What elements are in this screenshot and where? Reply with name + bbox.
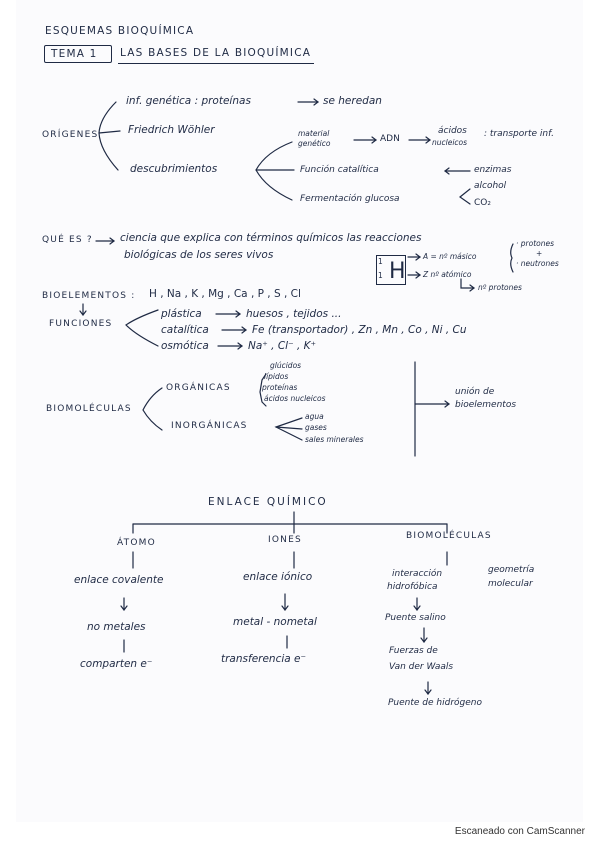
tema-subtitle: LAS BASES DE LA BIOQUÍMICA xyxy=(120,47,312,59)
atomo-c: comparten e⁻ xyxy=(80,658,153,670)
atom-neutrones: · neutrones xyxy=(516,259,559,268)
funcion-value: Na⁺ , Cl⁻ , K⁺ xyxy=(248,340,317,352)
biomol-c: Van der Waals xyxy=(389,662,454,672)
desc-text: CO₂ xyxy=(474,198,491,208)
desc-text: material xyxy=(298,129,330,138)
desc-text: ácidos xyxy=(438,126,467,136)
enlace-title: ENLACE QUÍMICO xyxy=(208,496,328,508)
desc-text: Función catalítica xyxy=(300,165,379,175)
iones-head: IONES xyxy=(268,535,302,545)
desc-text: genético xyxy=(298,139,331,148)
que-es-label: QUÉ ES ? xyxy=(42,235,93,245)
bioelementos-list: H , Na , K , Mg , Ca , P , S , Cl xyxy=(149,288,301,300)
biomol-d: Puente de hidrógeno xyxy=(388,698,482,708)
hydrogen-box xyxy=(376,255,406,285)
atomo-a: enlace covalente xyxy=(74,574,164,586)
biomoleculas-label: BIOMOLÉCULAS xyxy=(46,404,132,414)
atomo-b: no metales xyxy=(87,621,146,633)
scanned-page xyxy=(16,0,583,822)
biomol-a: hidrofóbica xyxy=(387,582,438,592)
funcion-name: catalítica xyxy=(161,324,209,336)
desc-text: Fermentación glucosa xyxy=(300,194,400,204)
desc-text: : transporte inf. xyxy=(484,129,554,139)
inorganica-item: agua xyxy=(305,412,324,421)
biomol-b: Puente salino xyxy=(385,613,446,623)
origenes-item: inf. genética : proteínas xyxy=(126,95,251,107)
atom-a-label: A = nº másico xyxy=(423,252,477,261)
atomo-head: ÁTOMO xyxy=(117,538,156,548)
atom-num-sub: 1 xyxy=(378,271,383,280)
atom-plus: + xyxy=(536,249,543,258)
biomol-a: interacción xyxy=(392,569,443,579)
biomol-g: molecular xyxy=(488,579,533,589)
iones-b: metal - nometal xyxy=(233,616,317,628)
organica-item: ácidos nucleicos xyxy=(264,394,326,403)
funciones-label: FUNCIONES xyxy=(49,319,113,329)
atom-protones: · protones xyxy=(516,239,555,248)
biomol-g: geometría xyxy=(488,565,535,575)
origenes-label: ORÍGENES xyxy=(42,130,99,140)
tema-box xyxy=(44,45,112,63)
funcion-name: plástica xyxy=(161,308,202,320)
desc-text: enzimas xyxy=(474,165,512,175)
atom-n-protones: nº protones xyxy=(478,283,522,292)
organicas-label: ORGÁNICAS xyxy=(166,383,231,393)
tema-label: TEMA 1 xyxy=(51,48,98,60)
biomol-head: BIOMOLÉCULAS xyxy=(406,531,492,541)
origenes-item: descubrimientos xyxy=(130,163,218,175)
inorganica-item: sales minerales xyxy=(305,435,364,444)
biomol-c: Fuerzas de xyxy=(389,646,438,656)
origenes-item: Friedrich Wöhler xyxy=(128,124,215,136)
desc-text: alcohol xyxy=(474,181,507,191)
hydrogen-symbol: H xyxy=(389,259,406,284)
que-es-line: ciencia que explica con términos químico… xyxy=(120,232,422,244)
funcion-value: Fe (transportador) , Zn , Mn , Co , Ni ,… xyxy=(252,324,467,336)
atom-z-label: Z nº atómico xyxy=(423,270,472,279)
organica-item: lípidos xyxy=(264,372,289,381)
union-text: bioelementos xyxy=(455,400,517,410)
origenes-item: se heredan xyxy=(323,95,382,107)
bioelementos-label: BIOELEMENTOS : xyxy=(42,291,136,301)
iones-c: transferencia e⁻ xyxy=(221,653,307,665)
subtitle-underline xyxy=(118,63,314,65)
organica-item: proteínas xyxy=(262,383,298,392)
que-es-line: biológicas de los seres vivos xyxy=(124,249,274,261)
document-title: ESQUEMAS BIOQUÍMICA xyxy=(45,25,195,37)
organica-item: glúcidos xyxy=(270,361,302,370)
camscanner-watermark: Escaneado con CamScanner xyxy=(454,826,585,837)
iones-a: enlace iónico xyxy=(243,571,313,583)
desc-text: ADN xyxy=(380,134,400,144)
funcion-name: osmótica xyxy=(161,340,209,352)
atom-mass-sup: 1 xyxy=(378,257,383,266)
inorganicas-label: INORGÁNICAS xyxy=(171,421,248,431)
funcion-value: huesos , tejidos ... xyxy=(246,308,342,320)
inorganica-item: gases xyxy=(305,423,327,432)
desc-text: nucleicos xyxy=(432,138,468,147)
union-text: unión de xyxy=(455,387,495,397)
